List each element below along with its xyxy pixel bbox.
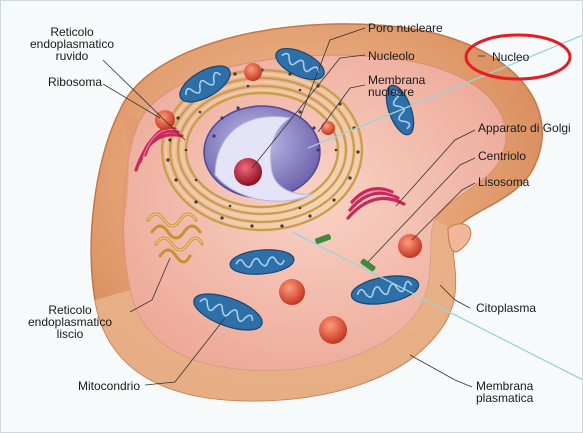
label-reticolo-liscio: Reticolo endoplasmatico liscio xyxy=(15,304,125,340)
membrane-notch xyxy=(448,224,471,252)
label-membrana-plasmatica: Membrana plasmatica xyxy=(476,380,533,404)
label-lisosoma: Lisosoma xyxy=(478,176,529,188)
label-centriolo: Centriolo xyxy=(478,150,526,162)
label-mitocondrio: Mitocondrio xyxy=(40,380,140,392)
label-poro-nucleare: Poro nucleare xyxy=(368,22,443,34)
label-reticolo-ruvido: Reticolo endoplasmatico ruvido xyxy=(22,26,122,62)
label-citoplasma: Citoplasma xyxy=(476,302,536,314)
label-apparato-golgi: Apparato di Golgi xyxy=(478,122,571,134)
label-membrana-nucleare: Membrana nucleare xyxy=(368,74,425,98)
label-nucleo: Nucleo xyxy=(492,51,529,63)
label-ribosoma: Ribosoma xyxy=(20,76,102,88)
nucleolus-shape xyxy=(234,158,262,186)
label-nucleolo: Nucleolo xyxy=(368,50,415,62)
